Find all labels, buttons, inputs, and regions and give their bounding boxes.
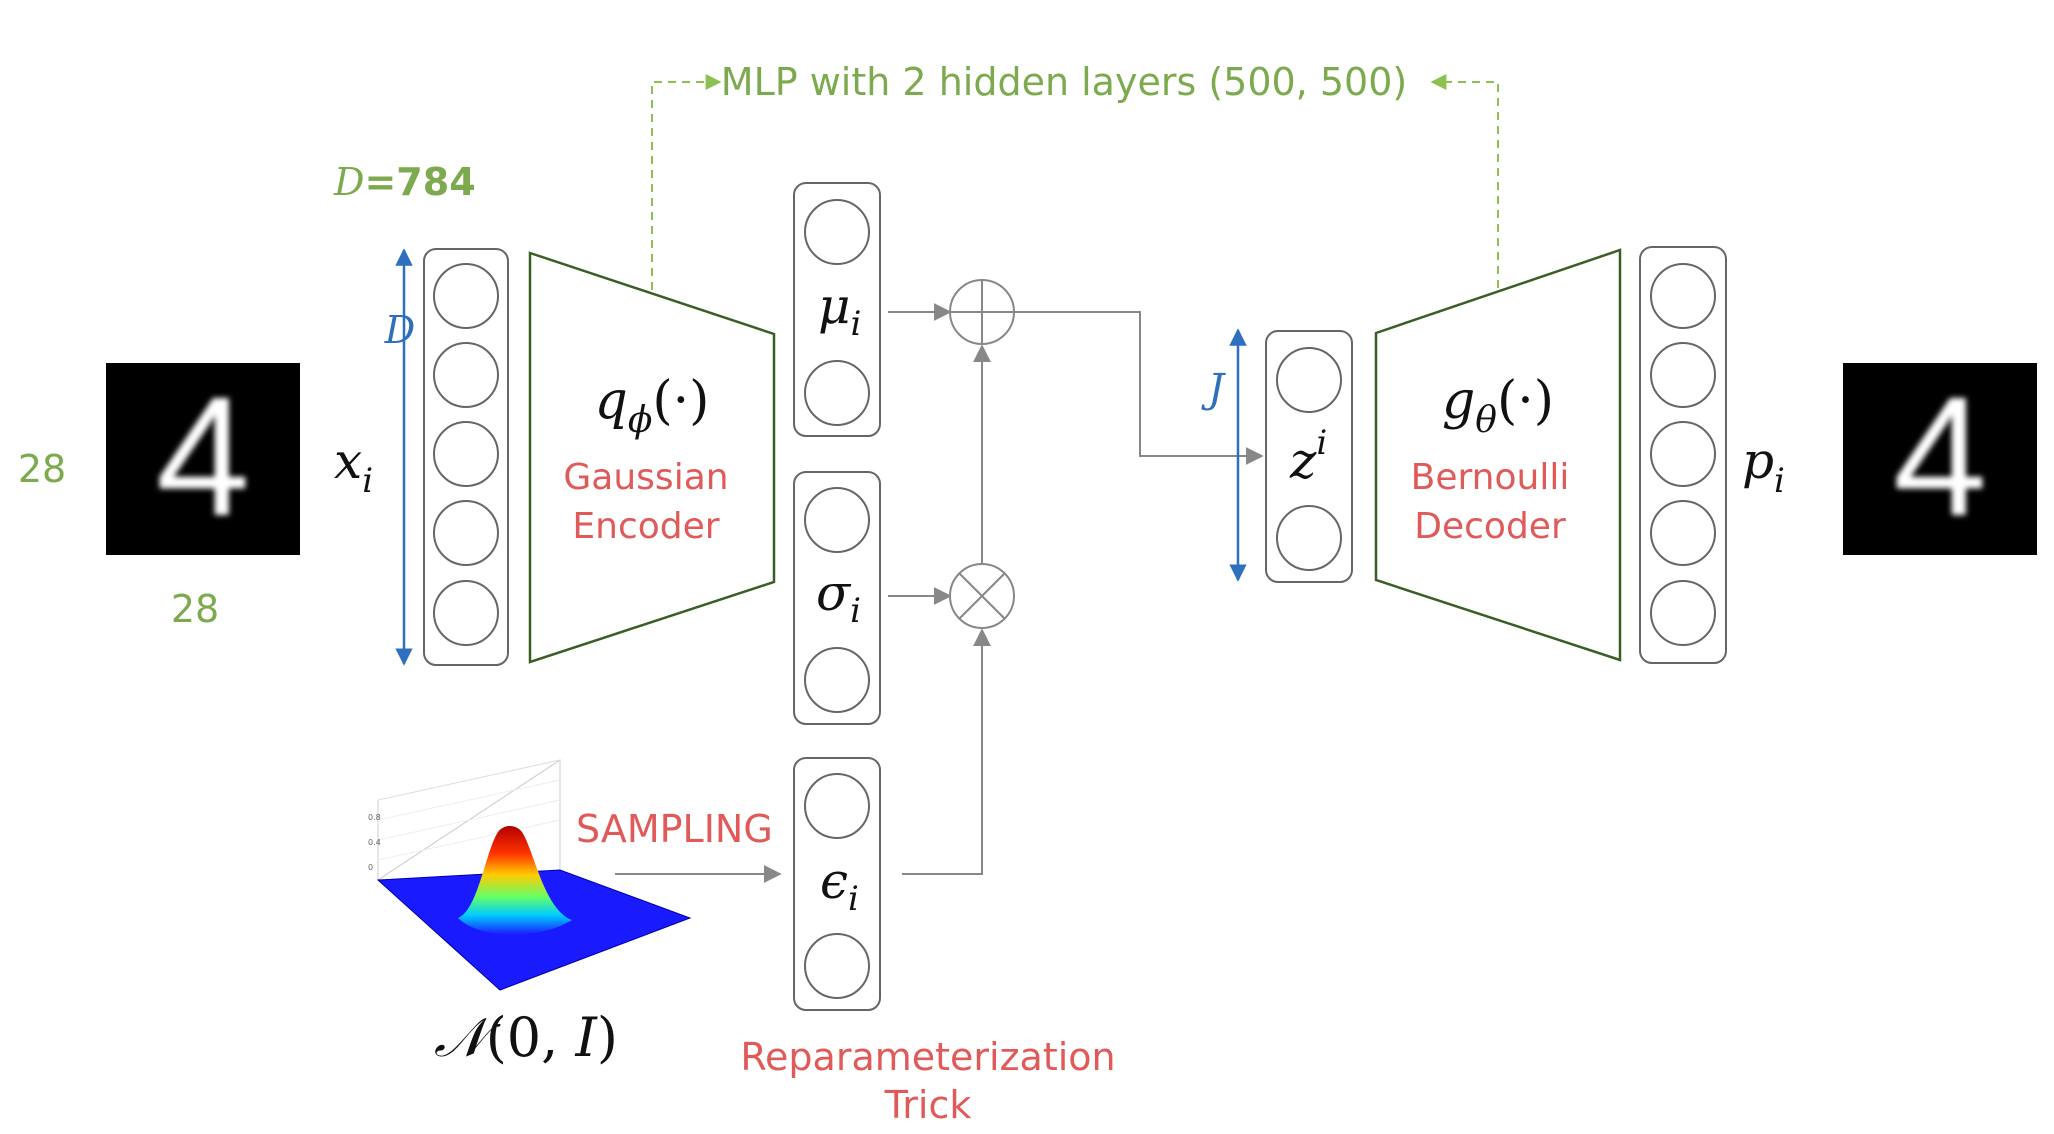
epsilon-node xyxy=(804,773,870,839)
sigma-layer: σi xyxy=(793,471,881,725)
output-node xyxy=(1650,500,1716,566)
output-node xyxy=(1650,263,1716,329)
encoder-name-line1: Gaussian xyxy=(563,457,728,498)
gaussian-peak xyxy=(458,826,572,935)
decoder-name-line2: Decoder xyxy=(1414,506,1566,547)
input-width-label: 28 xyxy=(171,587,219,631)
svg-text:0.4: 0.4 xyxy=(368,838,381,847)
latent-vector-label: zi xyxy=(1289,423,1327,490)
input-dimension-label: D=784 xyxy=(333,160,476,204)
input-layer-nodes xyxy=(433,263,499,646)
input-node xyxy=(433,263,499,329)
sampling-label: SAMPLING xyxy=(576,807,773,851)
mu-node xyxy=(804,199,870,265)
mlp-dash-left xyxy=(651,74,722,290)
reparam-label-line1: Reparameterization xyxy=(740,1035,1115,1079)
encoder-function-label: qϕ(·) xyxy=(595,371,710,441)
gaussian-sampling: 0.8 0.4 0 SAMPLING 𝒩(0, I) xyxy=(368,759,782,1069)
mu-layer: μi xyxy=(793,182,881,437)
reparam-connections xyxy=(888,303,1264,875)
mlp-dash-right xyxy=(1430,74,1499,288)
encoder-trapezoid xyxy=(528,251,776,664)
decoder-block: gθ(·) Bernoulli Decoder xyxy=(1374,248,1622,662)
encoder-block: qϕ(·) Gaussian Encoder xyxy=(528,251,776,664)
add-operator xyxy=(949,279,1015,345)
output-node xyxy=(1650,421,1716,487)
distribution-label: 𝒩(0, I) xyxy=(434,1006,618,1069)
input-section: D=784 28 28 4 xi D xyxy=(18,160,509,666)
epsilon-layer: ϵi xyxy=(793,757,881,1011)
sigma-node xyxy=(804,487,870,553)
epsilon-label: ϵi xyxy=(820,852,859,919)
input-node xyxy=(433,342,499,408)
output-layer-nodes xyxy=(1650,263,1716,646)
epsilon-node xyxy=(804,933,870,999)
mu-label: μi xyxy=(818,277,861,344)
output-vector-label: pi xyxy=(1742,432,1785,501)
svg-text:0: 0 xyxy=(368,863,373,872)
output-digit-glyph: 4 xyxy=(1893,362,1988,552)
output-node xyxy=(1650,580,1716,646)
latent-node xyxy=(1276,347,1342,413)
latent-dimension-label: J xyxy=(1201,366,1226,412)
output-node xyxy=(1650,342,1716,408)
input-node xyxy=(433,580,499,646)
reparam-label-line2: Trick xyxy=(884,1083,972,1127)
decoder-trapezoid xyxy=(1374,248,1622,662)
eps-to-mult-arrow xyxy=(902,628,991,875)
input-digit-image: 4 xyxy=(106,362,300,555)
output-digit-image: 4 xyxy=(1843,362,2037,555)
decoder-name-line1: Bernoulli xyxy=(1411,457,1570,498)
gaussian-surface-plot: 0.8 0.4 0 xyxy=(368,759,692,991)
mu-node xyxy=(804,360,870,426)
input-node xyxy=(433,500,499,566)
sigma-label: σi xyxy=(816,564,861,631)
input-dimension-arrow-label: D xyxy=(384,308,415,352)
sigma-node xyxy=(804,647,870,713)
input-digit-glyph: 4 xyxy=(156,362,251,552)
add-to-z-arrow xyxy=(1014,311,1264,465)
mlp-label: MLP with 2 hidden layers (500, 500) xyxy=(721,60,1407,104)
latent-node xyxy=(1276,505,1342,571)
encoder-name-line2: Encoder xyxy=(572,506,719,547)
input-node xyxy=(433,421,499,487)
multiply-operator xyxy=(949,563,1015,629)
input-vector-label: xi xyxy=(334,432,373,501)
input-height-label: 28 xyxy=(18,447,66,491)
decoder-function-label: gθ(·) xyxy=(1442,371,1554,441)
mlp-connector: MLP with 2 hidden layers (500, 500) xyxy=(651,60,1499,290)
svg-text:0.8: 0.8 xyxy=(368,813,381,822)
output-section: pi 4 xyxy=(1639,246,2037,664)
latent-section: J zi xyxy=(1201,328,1353,583)
